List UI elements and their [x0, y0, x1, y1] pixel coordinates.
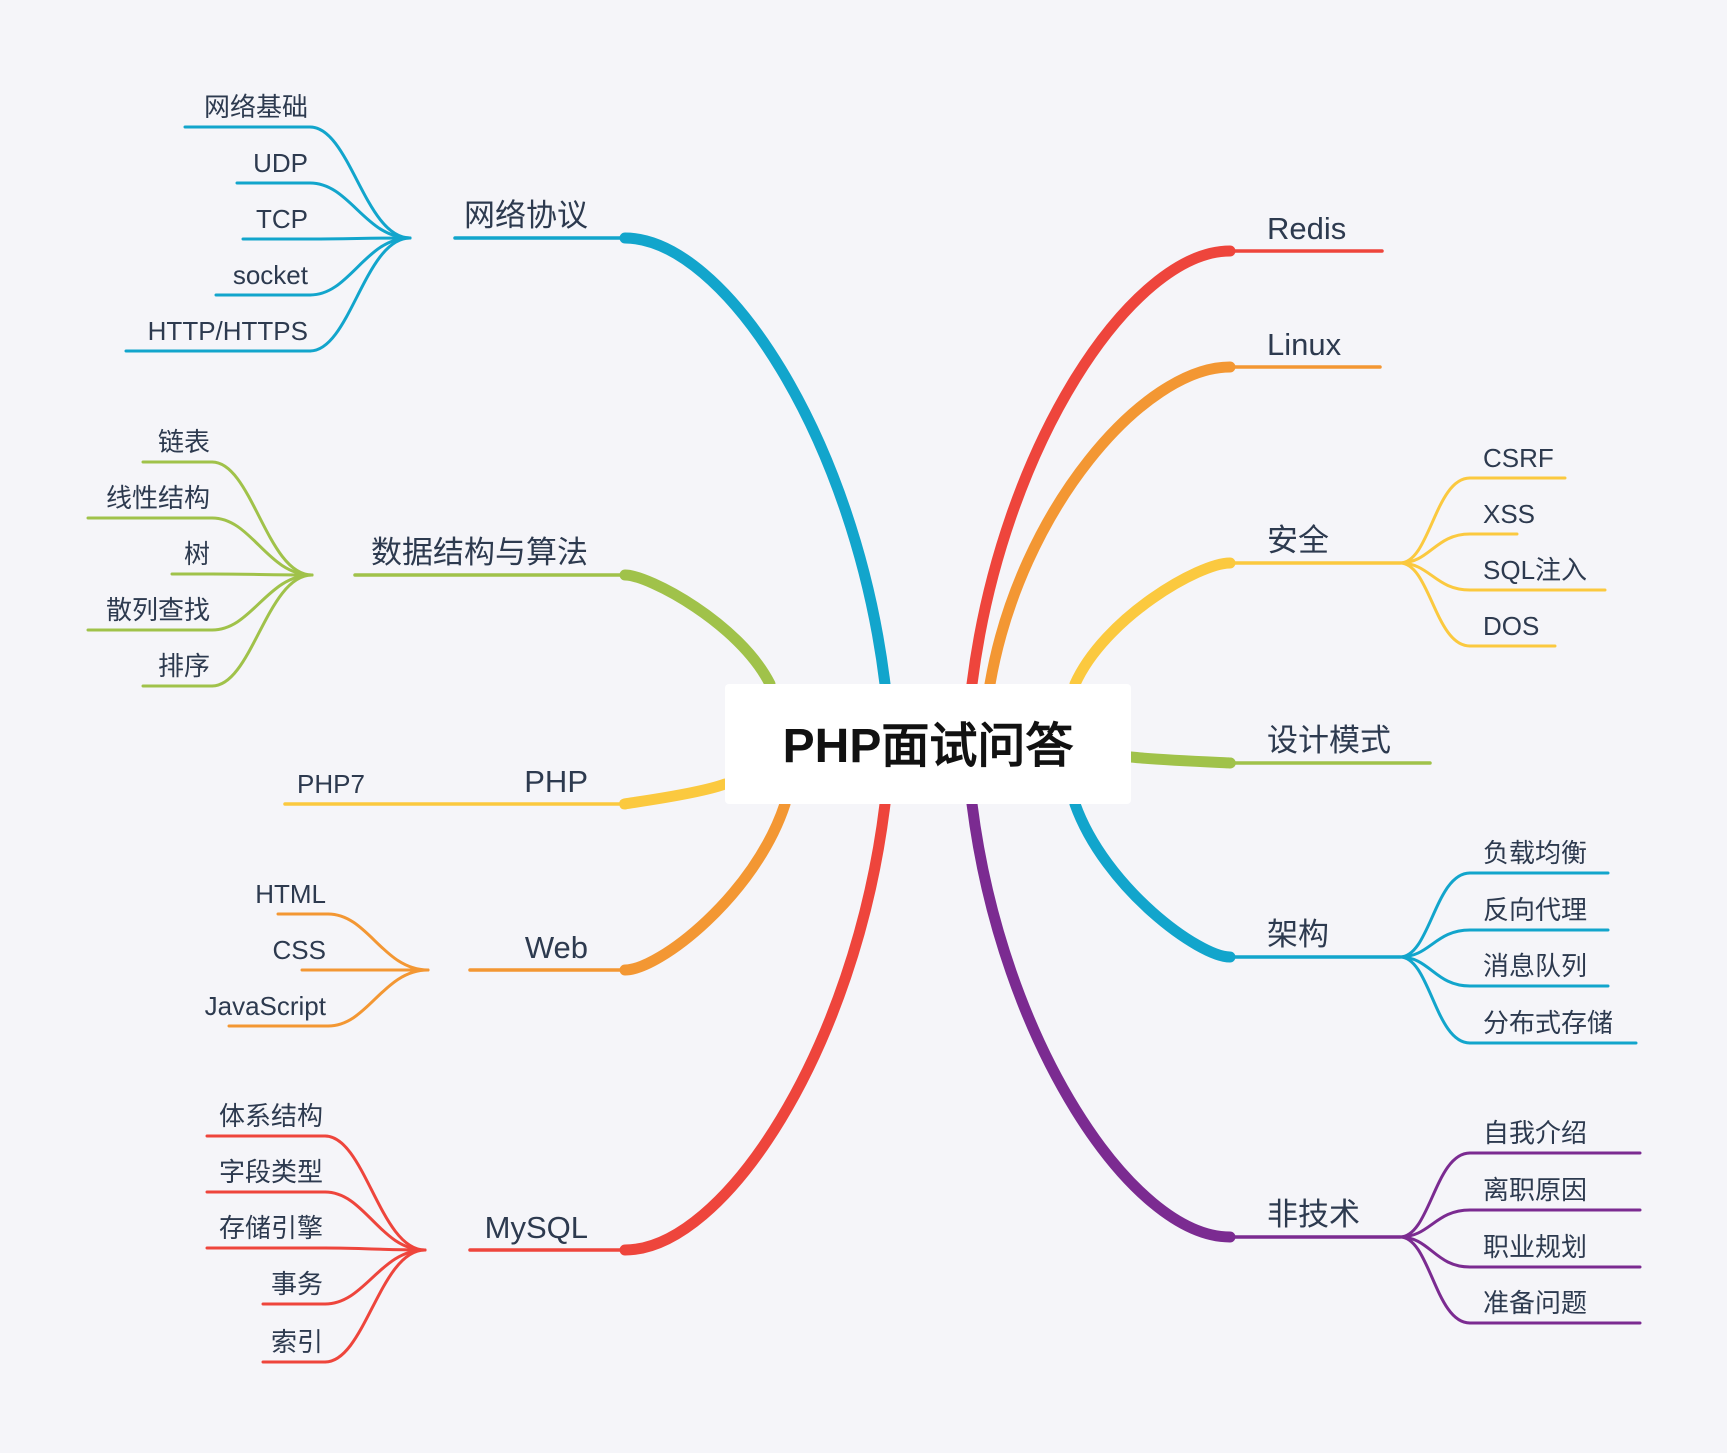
leaf-connector: [323, 1134, 427, 1252]
branch-label[interactable]: 数据结构与算法: [371, 535, 588, 570]
leaf-connector: [1398, 1235, 1472, 1325]
leaf-connector: [1398, 871, 1472, 959]
leaf-label[interactable]: 排序: [158, 651, 210, 681]
leaf-label[interactable]: CSRF: [1483, 443, 1554, 473]
leaf-label[interactable]: HTTP/HTTPS: [148, 316, 308, 346]
leaf-connector: [323, 1190, 427, 1252]
leaf-label[interactable]: 负载均衡: [1483, 838, 1587, 868]
leaf-connector: [326, 912, 430, 972]
leaf-label[interactable]: 体系结构: [219, 1101, 323, 1131]
leaf-label[interactable]: 反向代理: [1483, 895, 1587, 925]
leaf-connector: [210, 516, 314, 577]
leaf-connector: [1398, 561, 1472, 648]
branch-connector: [966, 245, 1236, 690]
branch-connector: [966, 798, 1236, 1243]
leaf-label[interactable]: 职业规划: [1483, 1232, 1587, 1262]
leaf-connector: [1398, 1151, 1472, 1239]
leaf-label[interactable]: 准备问题: [1483, 1288, 1587, 1318]
branch-connector: [1069, 557, 1236, 690]
leaf-label[interactable]: 离职原因: [1483, 1175, 1587, 1205]
leaf-label[interactable]: 事务: [271, 1269, 323, 1299]
leaf-label[interactable]: PHP7: [297, 769, 365, 799]
leaf-connector: [210, 573, 314, 632]
leaf-label[interactable]: XSS: [1483, 499, 1535, 529]
leaf-connector: [210, 573, 314, 688]
leaf-label[interactable]: JavaScript: [205, 991, 327, 1021]
links-layer: [86, 125, 1642, 1364]
central-topic[interactable]: PHP面试问答: [725, 684, 1131, 804]
branch-connector: [619, 798, 791, 976]
branch-label[interactable]: 网络协议: [464, 198, 588, 233]
branch-label[interactable]: Linux: [1267, 327, 1342, 362]
branch-connector: [619, 569, 776, 690]
leaf-label[interactable]: TCP: [256, 204, 308, 234]
leaf-label[interactable]: 字段类型: [219, 1157, 323, 1187]
leaf-connector: [308, 236, 412, 241]
leaf-connector: [323, 1248, 427, 1306]
leaf-label[interactable]: DOS: [1483, 611, 1539, 641]
branch-label[interactable]: Redis: [1267, 211, 1346, 246]
branch-connector: [1069, 798, 1236, 963]
leaf-connector: [323, 1246, 427, 1252]
branch-connector: [1125, 751, 1236, 769]
leaf-label[interactable]: 索引: [271, 1327, 323, 1357]
central-topic-box[interactable]: [725, 684, 1131, 804]
branch-connector: [619, 778, 731, 810]
branch-label[interactable]: PHP: [524, 764, 588, 799]
leaf-connector: [1398, 1208, 1472, 1239]
leaf-label[interactable]: 存储引擎: [219, 1213, 323, 1243]
branch-label[interactable]: 安全: [1267, 523, 1329, 558]
leaf-connector: [1398, 928, 1472, 959]
leaf-label[interactable]: 散列查找: [106, 595, 210, 625]
leaf-connector: [210, 572, 314, 577]
branch-label[interactable]: Web: [525, 930, 588, 965]
branch-label[interactable]: 设计模式: [1267, 723, 1391, 758]
branch-label[interactable]: 非技术: [1267, 1197, 1360, 1232]
leaf-connector: [308, 236, 412, 353]
branch-connector: [619, 232, 891, 690]
leaf-label[interactable]: 线性结构: [106, 483, 210, 513]
leaf-connector: [308, 125, 412, 240]
leaf-connector: [323, 1248, 427, 1364]
leaf-connector: [210, 460, 314, 577]
leaf-label[interactable]: UDP: [253, 148, 308, 178]
leaf-connector: [1398, 532, 1472, 565]
leaf-label[interactable]: SQL注入: [1483, 555, 1587, 585]
leaf-connector: [308, 236, 412, 297]
leaf-label[interactable]: socket: [233, 260, 309, 290]
branch-label[interactable]: MySQL: [485, 1210, 588, 1245]
leaf-connector: [1398, 476, 1472, 565]
central-topic-label: PHP面试问答: [783, 720, 1075, 773]
leaf-label[interactable]: 自我介绍: [1483, 1118, 1587, 1148]
leaf-label[interactable]: 网络基础: [204, 92, 308, 122]
branch-label[interactable]: 架构: [1267, 917, 1329, 952]
leaf-connector: [308, 181, 412, 240]
leaf-label[interactable]: HTML: [255, 879, 326, 909]
leaf-label[interactable]: 树: [184, 539, 210, 569]
branch-connector: [619, 798, 891, 1256]
leaf-label[interactable]: 消息队列: [1483, 951, 1587, 981]
leaf-connector: [326, 968, 430, 1028]
leaf-label[interactable]: 分布式存储: [1483, 1008, 1613, 1038]
branch-connector: [984, 361, 1236, 690]
leaf-label[interactable]: 链表: [158, 427, 210, 457]
leaf-connector: [1398, 955, 1472, 1045]
leaf-label[interactable]: CSS: [273, 935, 326, 965]
